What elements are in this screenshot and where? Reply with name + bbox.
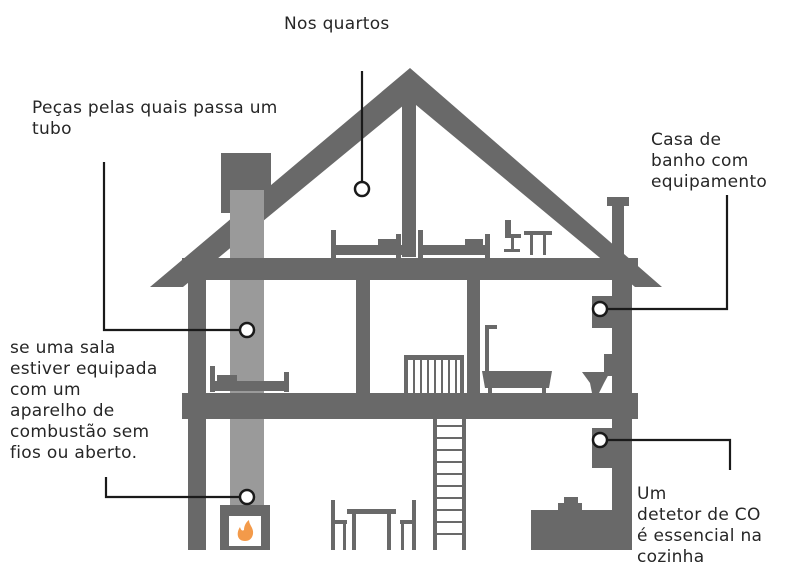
fireplace-icon (220, 505, 270, 550)
toilet-icon (582, 354, 612, 393)
marker-dots (238, 180, 609, 506)
bathtub-icon (482, 325, 552, 393)
marker-bedrooms (353, 180, 371, 198)
marker-bathroom (591, 300, 609, 318)
roof-post (402, 100, 416, 257)
label-kitchen: Um detetor de CO é essencial na cozinha (637, 484, 763, 567)
house-structure (182, 258, 638, 550)
bed-icon (418, 230, 490, 258)
staircase-icon (404, 355, 464, 393)
bed-icon (210, 366, 289, 392)
leader-line-flue (102, 162, 240, 332)
leader-line-bathroom (607, 195, 729, 311)
label-flue-rooms: Peças pelas quais passa um tubo (32, 98, 278, 139)
marker-kitchen (591, 431, 609, 449)
ladder-icon (433, 419, 466, 550)
label-living-room: se uma sala estiver equipada com um apar… (10, 338, 158, 463)
bed-icon (331, 230, 402, 258)
leader-lines (102, 71, 732, 499)
stove-icon (531, 497, 612, 550)
flame-icon (237, 520, 254, 541)
marker-flue (238, 321, 256, 339)
marker-fireplace (238, 488, 256, 506)
dining-table-icon (331, 500, 416, 550)
label-bedrooms: Nos quartos (284, 14, 390, 34)
leader-line-living-room (104, 477, 240, 499)
label-bathroom: Casa de banho com equipamento (651, 130, 768, 192)
desk-chair-icon (504, 220, 552, 255)
leader-line-kitchen (607, 438, 732, 470)
